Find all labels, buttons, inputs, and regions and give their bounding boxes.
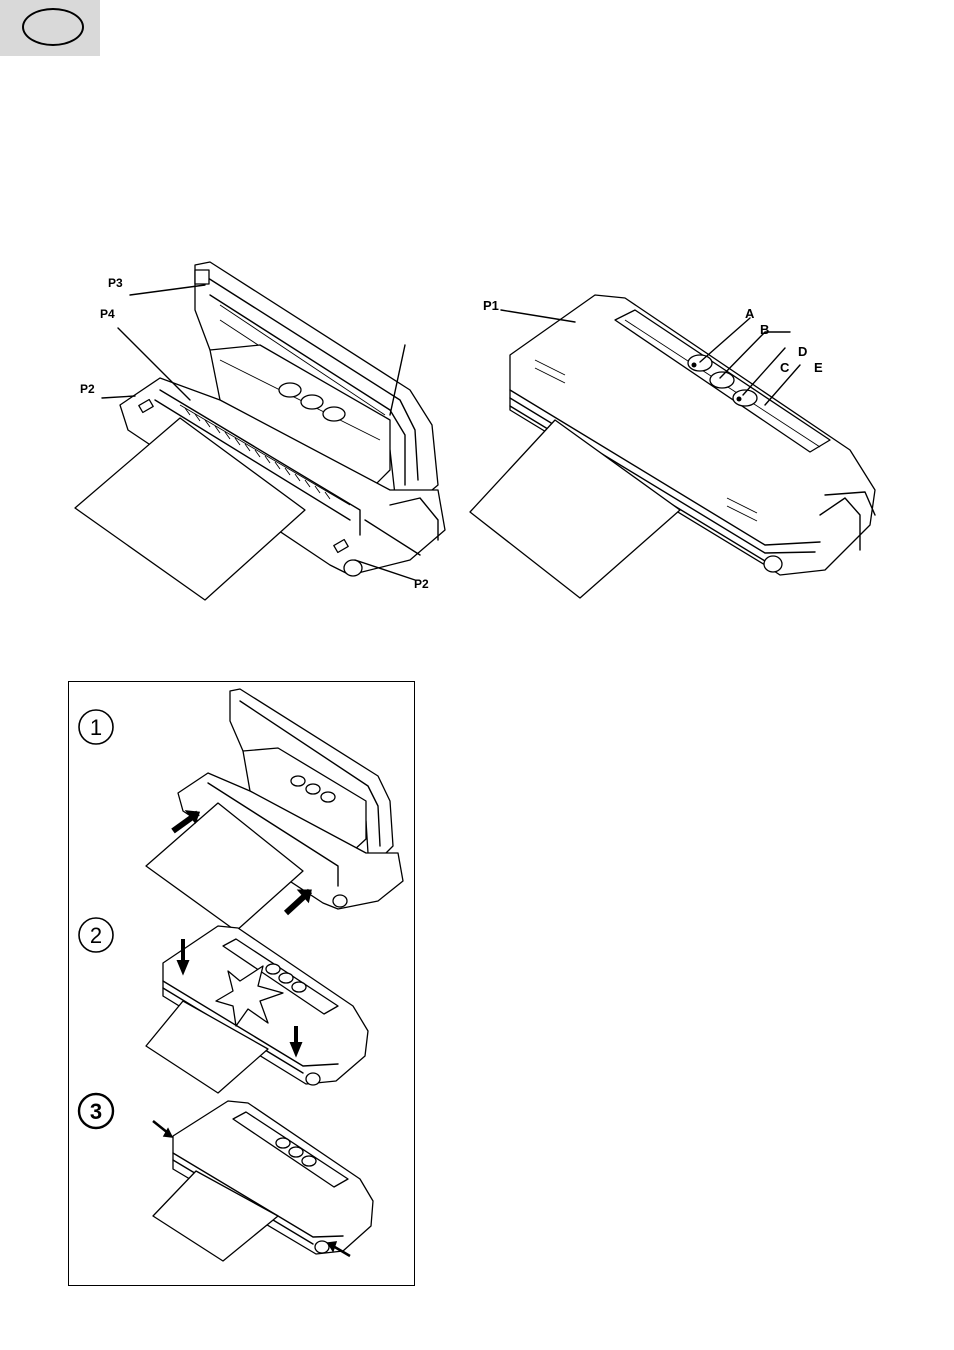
label-d: D [798, 344, 807, 359]
svg-text:2: 2 [90, 923, 102, 948]
label-e: E [814, 360, 823, 375]
step-2-illustration [146, 926, 368, 1093]
label-p2-right: P2 [414, 577, 429, 591]
language-oval-icon [22, 8, 84, 46]
label-p2-left: P2 [80, 382, 95, 396]
step-1-number: 1 [79, 710, 113, 744]
step-2-number: 2 [79, 918, 113, 952]
figure-open-sealer: P3 P4 P2 P2 [60, 250, 460, 610]
label-p1: P1 [483, 298, 499, 313]
label-b: B [760, 322, 769, 337]
step-1-illustration [146, 689, 403, 931]
language-tab [0, 0, 100, 56]
label-p4: P4 [100, 307, 115, 321]
label-p3: P3 [108, 276, 123, 290]
figure-closed-sealer: P1 A B C D E [465, 280, 885, 600]
svg-text:3: 3 [90, 1099, 102, 1124]
step-3-illustration [153, 1101, 373, 1261]
svg-text:1: 1 [90, 715, 102, 740]
label-c: C [780, 360, 790, 375]
steps-figure: 1 2 3 [68, 681, 415, 1286]
step-3-number: 3 [79, 1094, 113, 1128]
label-a: A [745, 306, 755, 321]
